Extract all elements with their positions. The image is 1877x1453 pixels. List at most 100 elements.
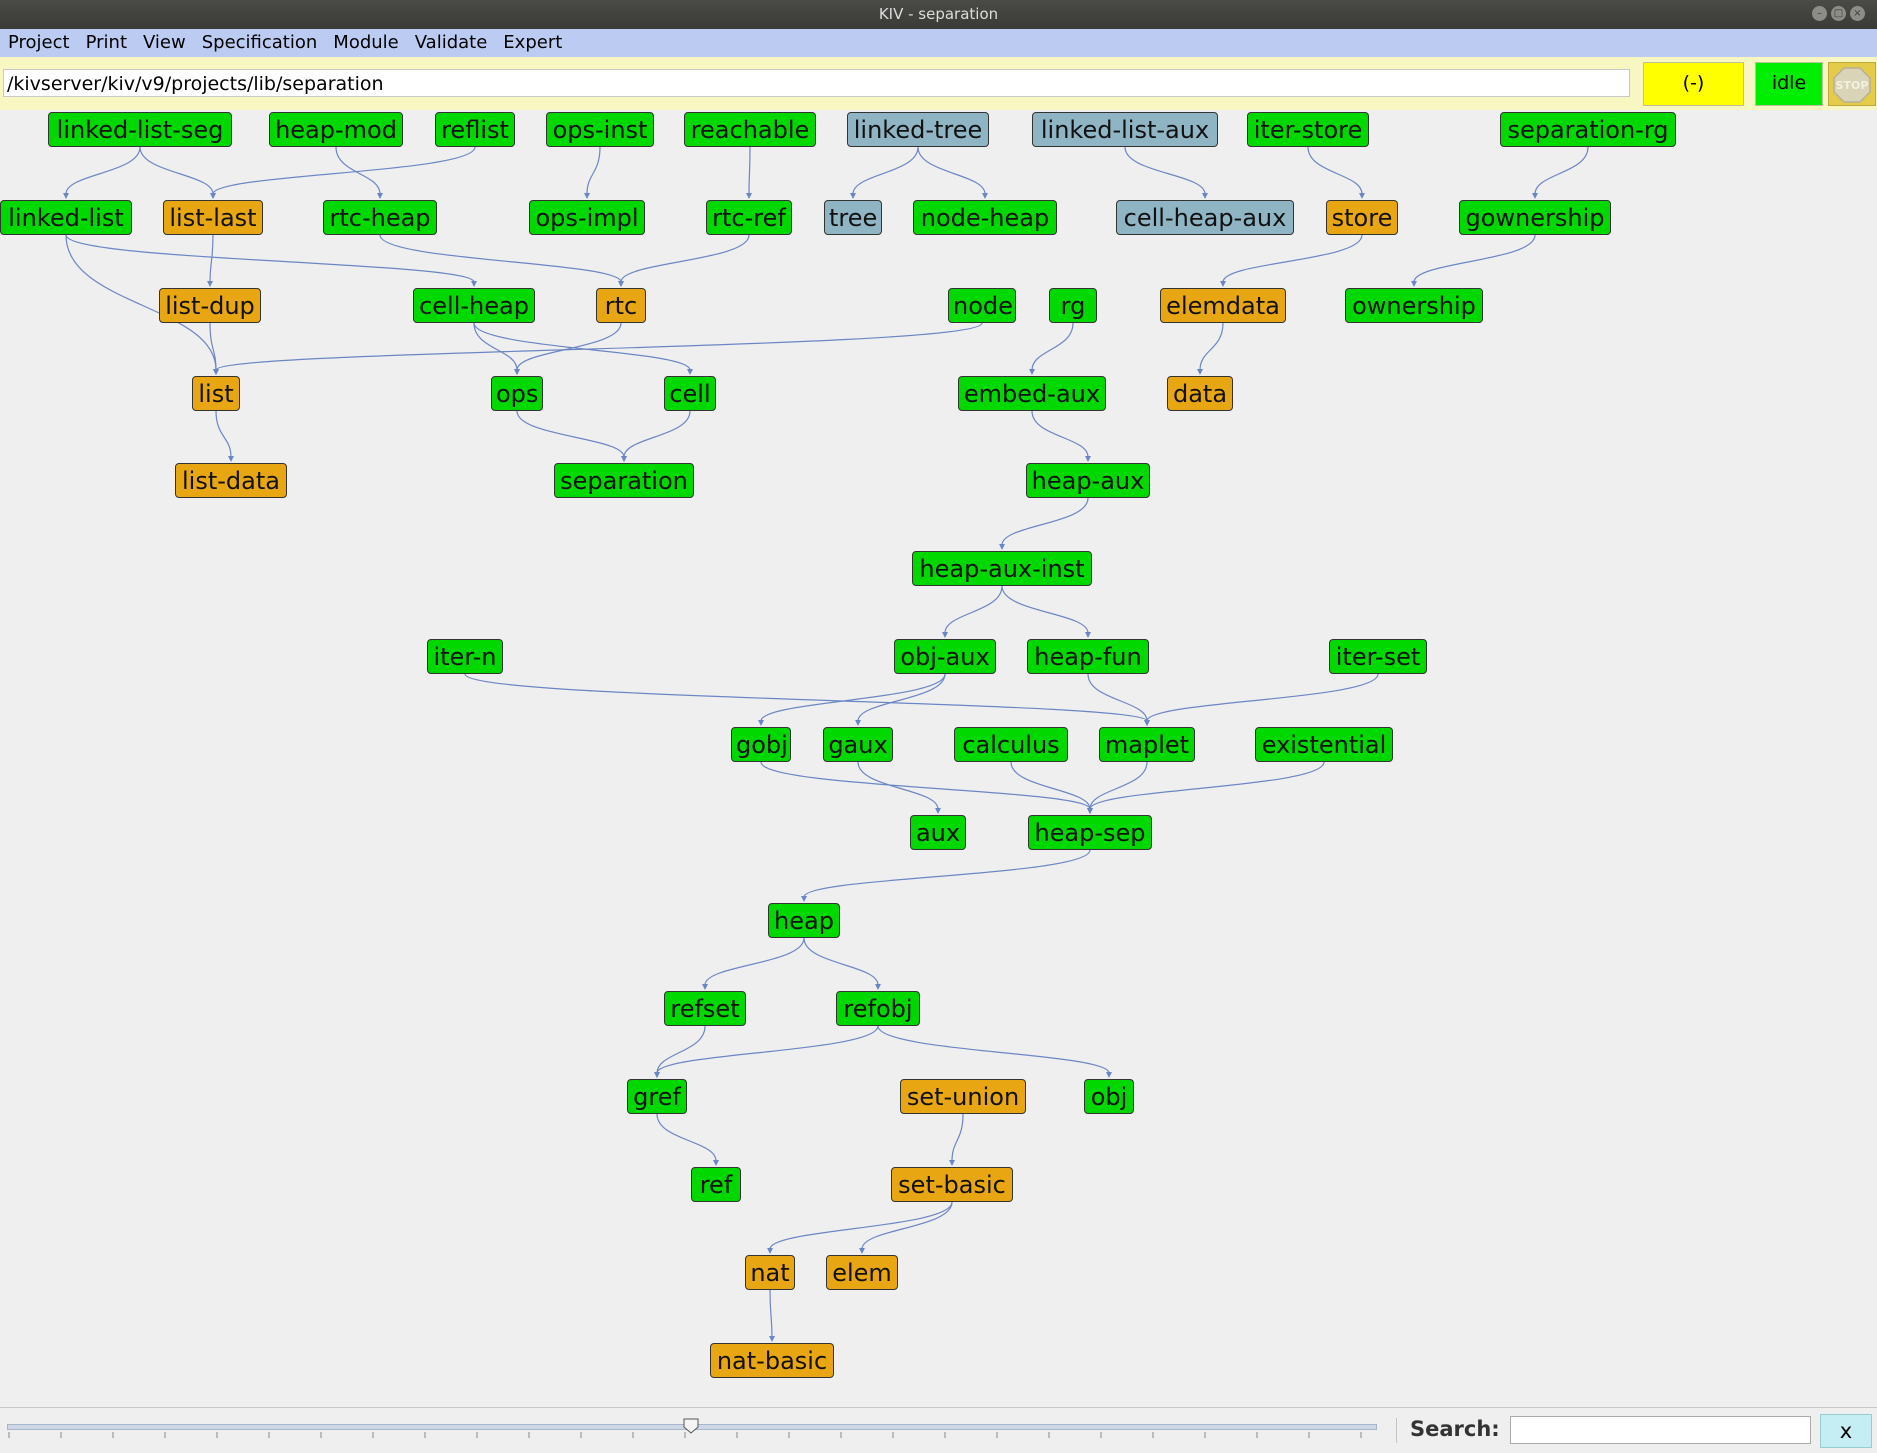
node-gownership[interactable]: gownership	[1459, 200, 1611, 235]
node-node-heap[interactable]: node-heap	[913, 200, 1057, 235]
edge-arrowhead	[859, 1248, 865, 1254]
node-list-data[interactable]: list-data	[175, 463, 287, 498]
maximize-icon[interactable]: □	[1831, 6, 1846, 21]
node-obj[interactable]: obj	[1084, 1079, 1134, 1114]
node-heap-fun[interactable]: heap-fun	[1027, 639, 1149, 674]
edge-iter-store-to-store	[1307, 146, 1363, 195]
edge-arrowhead	[1085, 456, 1091, 462]
node-linked-list-seg[interactable]: linked-list-seg	[48, 112, 232, 147]
node-set-basic[interactable]: set-basic	[891, 1167, 1013, 1202]
node-ops-inst[interactable]: ops-inst	[546, 112, 654, 147]
node-reachable[interactable]: reachable	[684, 112, 816, 147]
node-cell-heap-aux[interactable]: cell-heap-aux	[1116, 200, 1294, 235]
edge-arrowhead	[702, 984, 708, 990]
node-heap-sep[interactable]: heap-sep	[1028, 815, 1152, 850]
edge-arrowhead	[1532, 193, 1538, 199]
node-cell[interactable]: cell	[664, 376, 716, 411]
node-elemdata[interactable]: elemdata	[1160, 288, 1286, 323]
edge-set-basic-to-nat	[769, 1201, 953, 1250]
menu-validate[interactable]: Validate	[414, 32, 488, 53]
edge-arrowhead	[982, 193, 988, 199]
node-separation-rg[interactable]: separation-rg	[1500, 112, 1676, 147]
menu-view[interactable]: View	[143, 32, 186, 53]
node-elem[interactable]: elem	[826, 1255, 898, 1290]
node-ops[interactable]: ops	[491, 376, 543, 411]
edge-arrowhead	[1411, 281, 1417, 287]
node-aux[interactable]: aux	[910, 815, 966, 850]
menu-specification[interactable]: Specification	[201, 32, 318, 53]
node-ops-impl[interactable]: ops-impl	[529, 200, 645, 235]
node-iter-set[interactable]: iter-set	[1329, 639, 1427, 674]
node-ownership[interactable]: ownership	[1345, 288, 1483, 323]
edge-arrowhead	[377, 193, 383, 199]
edge-set-basic-to-elem	[861, 1201, 953, 1250]
edge-arrowhead	[855, 720, 861, 726]
edge-cell-heap-to-ops	[473, 322, 518, 371]
node-embed-aux[interactable]: embed-aux	[958, 376, 1106, 411]
menu-print[interactable]: Print	[85, 32, 127, 53]
node-data[interactable]: data	[1167, 376, 1233, 411]
node-nat[interactable]: nat	[745, 1255, 795, 1290]
bottom-bar: Search: x	[0, 1408, 1877, 1453]
close-icon[interactable]: ×	[1850, 6, 1865, 21]
node-store[interactable]: store	[1326, 200, 1398, 235]
node-heap-aux-inst[interactable]: heap-aux-inst	[912, 551, 1092, 586]
node-linked-list-aux[interactable]: linked-list-aux	[1032, 112, 1218, 147]
edge-arrowhead	[687, 369, 693, 375]
node-refobj[interactable]: refobj	[836, 991, 920, 1026]
node-list-dup[interactable]: list-dup	[159, 288, 261, 323]
node-node[interactable]: node	[948, 288, 1016, 323]
node-existential[interactable]: existential	[1255, 727, 1393, 762]
node-rtc-ref[interactable]: rtc-ref	[706, 200, 792, 235]
node-linked-tree[interactable]: linked-tree	[847, 112, 989, 147]
stop-button[interactable]: STOP	[1828, 62, 1876, 106]
edge-arrowhead	[758, 720, 764, 726]
menu-expert[interactable]: Expert	[503, 32, 563, 53]
node-ref[interactable]: ref	[691, 1167, 741, 1202]
zoom-slider-thumb[interactable]	[683, 1418, 699, 1434]
node-gobj[interactable]: gobj	[731, 727, 791, 762]
menu-bar: Project Print View Specification Module …	[0, 29, 1877, 57]
node-nat-basic[interactable]: nat-basic	[710, 1343, 834, 1378]
mode-indicator: (-)	[1643, 62, 1744, 106]
node-maplet[interactable]: maplet	[1099, 727, 1195, 762]
node-set-union[interactable]: set-union	[900, 1079, 1026, 1114]
search-input[interactable]	[1510, 1416, 1811, 1444]
node-heap-mod[interactable]: heap-mod	[269, 112, 403, 147]
node-rtc[interactable]: rtc	[596, 288, 646, 323]
node-reflist[interactable]: reflist	[435, 112, 515, 147]
project-path-field[interactable]: /kivserver/kiv/v9/projects/lib/separatio…	[3, 69, 1630, 97]
edge-ops-to-separation	[516, 410, 625, 458]
edge-arrowhead	[207, 281, 213, 287]
node-cell-heap[interactable]: cell-heap	[413, 288, 535, 323]
node-rg[interactable]: rg	[1049, 288, 1097, 323]
node-tree[interactable]: tree	[824, 200, 882, 235]
node-gref[interactable]: gref	[627, 1079, 687, 1114]
node-calculus[interactable]: calculus	[954, 727, 1068, 762]
window-controls: – □ ×	[1812, 6, 1865, 21]
node-iter-n[interactable]: iter-n	[427, 639, 503, 674]
node-refset[interactable]: refset	[664, 991, 746, 1026]
node-linked-list[interactable]: linked-list	[0, 200, 132, 235]
edge-linked-list-seg-to-linked-list	[65, 146, 141, 195]
node-list[interactable]: list	[192, 376, 240, 411]
edge-arrowhead	[471, 281, 477, 287]
node-heap-aux[interactable]: heap-aux	[1026, 463, 1150, 498]
node-obj-aux[interactable]: obj-aux	[894, 639, 996, 674]
node-separation[interactable]: separation	[554, 463, 694, 498]
clear-search-button[interactable]: x	[1820, 1414, 1872, 1448]
menu-module[interactable]: Module	[333, 32, 399, 53]
edge-rtc-ref-to-rtc	[620, 234, 750, 283]
node-rtc-heap[interactable]: rtc-heap	[323, 200, 437, 235]
node-list-last[interactable]: list-last	[163, 200, 263, 235]
node-heap[interactable]: heap	[768, 903, 840, 938]
path-bar: /kivserver/kiv/v9/projects/lib/separatio…	[0, 57, 1877, 111]
node-iter-store[interactable]: iter-store	[1247, 112, 1369, 147]
edge-linked-list-seg-to-list-last	[139, 146, 214, 195]
minimize-icon[interactable]: –	[1812, 6, 1827, 21]
menu-project[interactable]: Project	[8, 32, 70, 53]
edge-heap-fun-to-maplet	[1087, 673, 1148, 722]
node-gaux[interactable]: gaux	[823, 727, 893, 762]
edge-arrowhead	[210, 193, 216, 199]
